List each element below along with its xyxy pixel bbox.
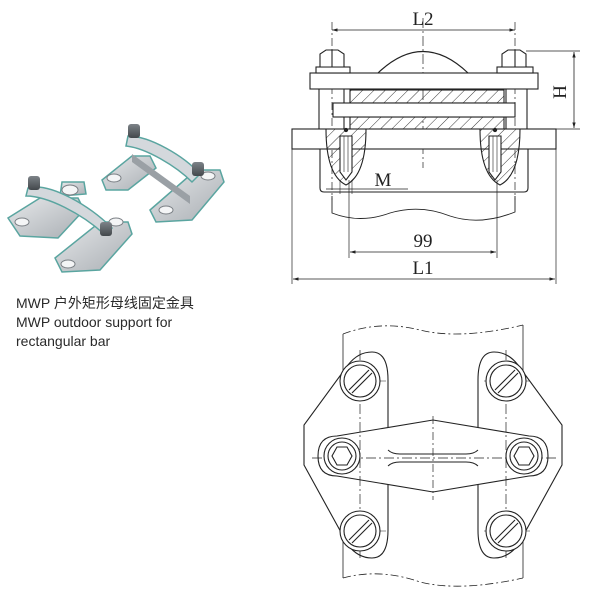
screw-right [488, 127, 502, 181]
top-view [303, 324, 563, 587]
product-photo [6, 124, 225, 273]
bolt-icon [100, 222, 112, 236]
dim-label-l2: L2 [412, 9, 433, 30]
screw-top-left-icon [339, 360, 381, 402]
nut-left [315, 49, 351, 74]
fitting-left [6, 176, 133, 273]
dim-label-h: H [550, 85, 571, 99]
dim-label-spacing: 99 [414, 231, 433, 252]
bolt-icon [28, 176, 40, 190]
dim-label-m: M [375, 170, 392, 191]
nut-right [496, 49, 534, 74]
dim-label-l1: L1 [412, 258, 433, 279]
hex-bolt-left-icon [323, 437, 361, 475]
screw-bottom-right-icon [485, 510, 527, 552]
screw-bottom-left-icon [339, 510, 381, 552]
fitting-right [101, 124, 225, 223]
bolt-icon [128, 124, 140, 138]
hex-bolt-right-icon [505, 437, 543, 475]
bolt-icon [192, 162, 204, 176]
side-view [291, 18, 580, 284]
caption-english-line2: rectangular bar [16, 333, 111, 349]
caption-english-line1: MWP outdoor support for [16, 314, 173, 330]
caption-chinese: MWP 户外矩形母线固定金具 [16, 295, 194, 311]
screw-left [339, 127, 353, 181]
product-caption: MWP 户外矩形母线固定金具 MWP outdoor support for r… [16, 294, 194, 351]
screw-top-right-icon [485, 360, 527, 402]
